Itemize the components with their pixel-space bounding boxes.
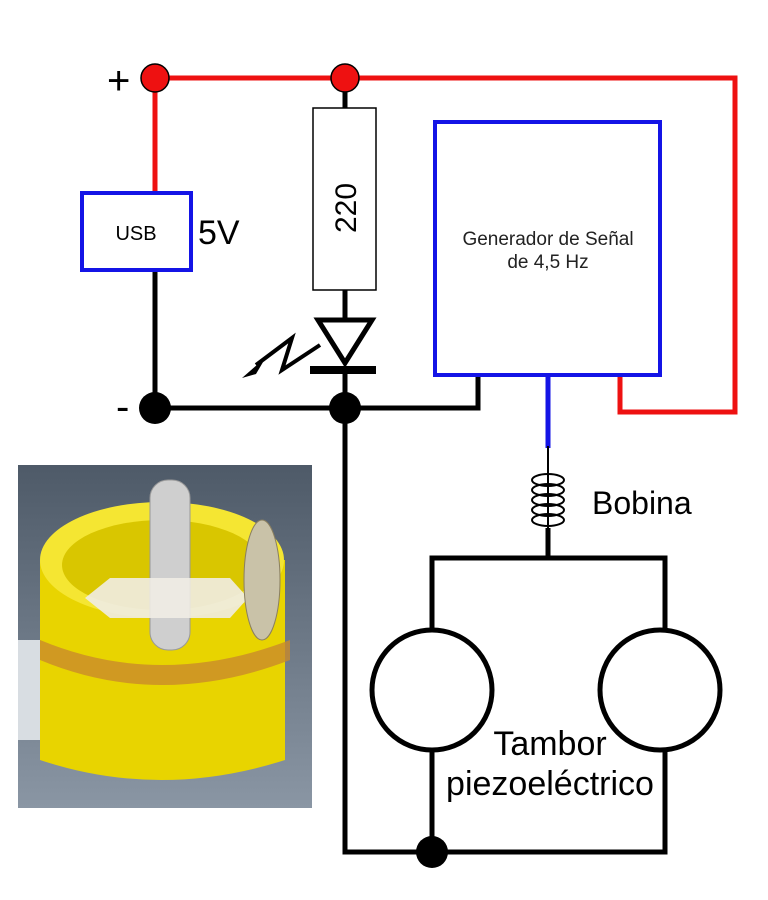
coil-icon bbox=[531, 446, 565, 530]
positive-wires bbox=[152, 75, 738, 415]
generator-label-line1: Generador de Señal bbox=[462, 229, 633, 250]
generator-label-line2: de 4,5 Hz bbox=[507, 252, 588, 273]
negative-node bbox=[139, 392, 171, 424]
negative-wires bbox=[152, 92, 668, 855]
plus-label: + bbox=[107, 59, 130, 103]
voltage-label: 5V bbox=[198, 214, 240, 252]
positive-node bbox=[140, 63, 170, 93]
signal-generator-box bbox=[433, 120, 662, 377]
piezo-disc-right bbox=[597, 627, 723, 753]
ground-node bbox=[416, 836, 448, 868]
drum-label-line1: Tambor bbox=[493, 725, 606, 763]
minus-label: - bbox=[116, 385, 129, 429]
positive-node bbox=[330, 63, 360, 93]
positive-rail bbox=[155, 75, 738, 415]
resistor bbox=[312, 107, 377, 291]
resistor-label: 220 bbox=[330, 183, 363, 233]
coil-label: Bobina bbox=[592, 485, 692, 521]
device-photo bbox=[18, 465, 312, 808]
led-icon bbox=[242, 317, 377, 378]
negative-node bbox=[329, 392, 361, 424]
drum-label-line2: piezoeléctrico bbox=[446, 765, 654, 803]
piezo-disc-left bbox=[369, 627, 495, 753]
usb-label: USB bbox=[115, 223, 156, 245]
usb-box bbox=[80, 191, 193, 272]
